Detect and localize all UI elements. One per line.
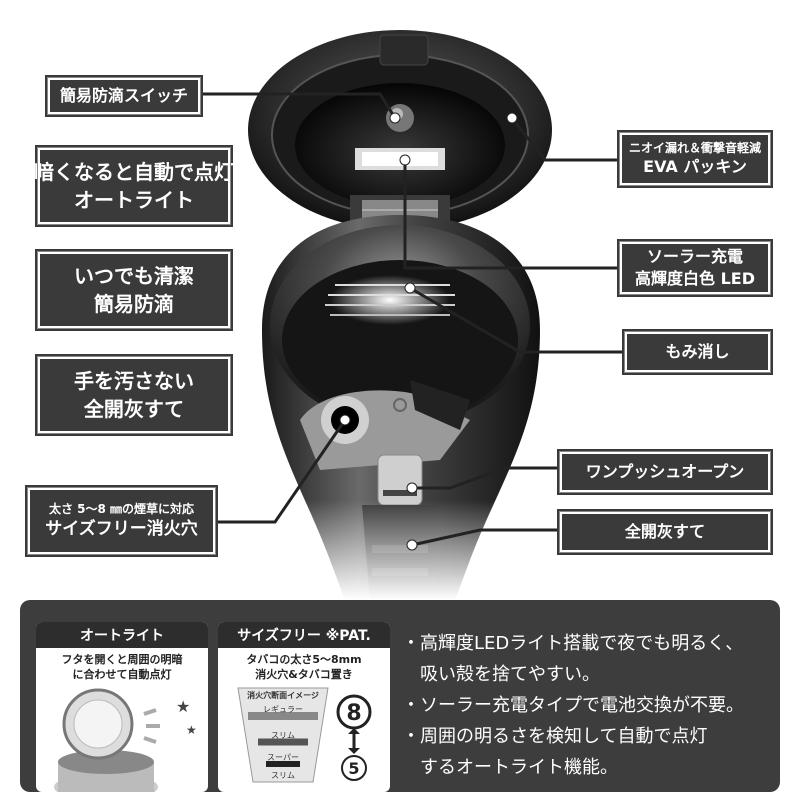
label-regular: レギュラー <box>263 705 303 714</box>
feature-line-3: ・ソーラー充電タイプで電池交換が不要。 <box>402 695 744 716</box>
feature-line-4: ・周囲の明るさを検知して自動で点灯 <box>402 726 708 747</box>
callout-hands: 手を汚さない 全開灰すて <box>37 356 231 434</box>
feature-line-1: ・高輝度LEDライト搭載で夜でも明るく、 <box>402 633 744 654</box>
callout-clean-line1: いつでも清潔 <box>74 264 194 288</box>
callout-dots <box>339 112 518 551</box>
size-diagram: 消火穴断面イメージ レギュラー スリム スーパー スリム 8 5 <box>237 687 372 783</box>
callout-clean: いつでも清潔 簡易防滴 <box>37 251 231 329</box>
callout-solar-line1: ソーラー充電 <box>646 247 743 266</box>
callout-hole: 太さ 5～8 ㎜の煙草に対応 サイズフリー消火穴 <box>27 487 216 555</box>
callout-onepush-text: ワンプッシュオープン <box>585 462 745 481</box>
callout-hands-line2: 全開灰すて <box>83 397 185 421</box>
card-sizefree-title: サイズフリー ※PAT. <box>218 622 390 648</box>
callout-eva-line2: EVA パッキン <box>643 157 747 176</box>
callout-extinguish-text: もみ消し <box>665 342 730 361</box>
ashtray-body <box>250 215 550 600</box>
feature-line-5: するオートライト機能。 <box>402 757 618 778</box>
callout-onepush: ワンプッシュオープン <box>559 451 771 493</box>
callout-fullopen-text: 全開灰すて <box>624 522 706 541</box>
card-autolight-title: オートライト <box>36 622 208 648</box>
callout-hands-line1: 手を汚さない <box>74 369 194 393</box>
card-sizefree-desc-line1: タバコの太さ5～8mm <box>246 653 362 666</box>
callout-extinguish: もみ消し <box>624 331 771 373</box>
size-max: 8 <box>346 701 361 726</box>
card-sizefree-desc-line2: 消火穴&タバコ置き <box>255 668 353 681</box>
callout-switch: 簡易防滴スイッチ <box>47 77 201 115</box>
label-super-slim: スリム <box>271 771 295 780</box>
star-icon: ★ <box>176 697 190 716</box>
autolight-illustration: ★ ★ <box>54 688 197 792</box>
callout-leader-lines <box>200 92 625 547</box>
feature-line-2: 吸い殻を捨てやすい。 <box>402 664 600 685</box>
card-sizefree: サイズフリー ※PAT. タバコの太さ5～8mm 消火穴&タバコ置き 消火穴断面… <box>218 622 390 792</box>
card-autolight-desc-line2: に合わせて自動点灯 <box>72 668 172 681</box>
callout-hole-line1: 太さ 5～8 ㎜の煙草に対応 <box>48 502 195 516</box>
callout-eva-line1: ニオイ漏れ＆衝撃音軽減 <box>628 141 761 155</box>
callout-autolight-line2: オートライト <box>74 188 194 212</box>
label-super: スーパー <box>267 753 299 762</box>
callout-eva: ニオイ漏れ＆衝撃音軽減 EVA パッキン <box>619 132 771 186</box>
size-min: 5 <box>348 759 359 778</box>
callout-solar-line2: 高輝度白色 LED <box>635 269 755 288</box>
label-slim: スリム <box>271 731 295 740</box>
card-autolight-desc: フタを開くと周囲の明暗 に合わせて自動点灯 <box>36 652 208 682</box>
star-icon-small: ★ <box>186 723 197 737</box>
callout-clean-line2: 簡易防滴 <box>94 292 174 316</box>
diagram-title: 消火穴断面イメージ <box>247 690 319 700</box>
callout-autolight: 暗くなると自動で点灯 オートライト <box>34 147 234 225</box>
card-autolight-desc-line1: フタを開くと周囲の明暗 <box>61 653 183 666</box>
callout-hole-line2: サイズフリー消火穴 <box>45 519 198 539</box>
card-autolight: オートライト フタを開くと周囲の明暗 に合わせて自動点灯 ★ ★ <box>36 622 208 792</box>
callout-autolight-line1: 暗くなると自動で点灯 <box>34 160 234 184</box>
callout-switch-text: 簡易防滴スイッチ <box>59 86 188 105</box>
card-sizefree-desc: タバコの太さ5～8mm 消火穴&タバコ置き <box>218 652 390 682</box>
feature-list: ・高輝度LEDライト搭載で夜でも明るく、 吸い殻を捨てやすい。 ・ソーラー充電タ… <box>402 628 782 783</box>
callout-solar: ソーラー充電 高輝度白色 LED <box>619 241 771 295</box>
callout-fullopen: 全開灰すて <box>559 511 771 553</box>
